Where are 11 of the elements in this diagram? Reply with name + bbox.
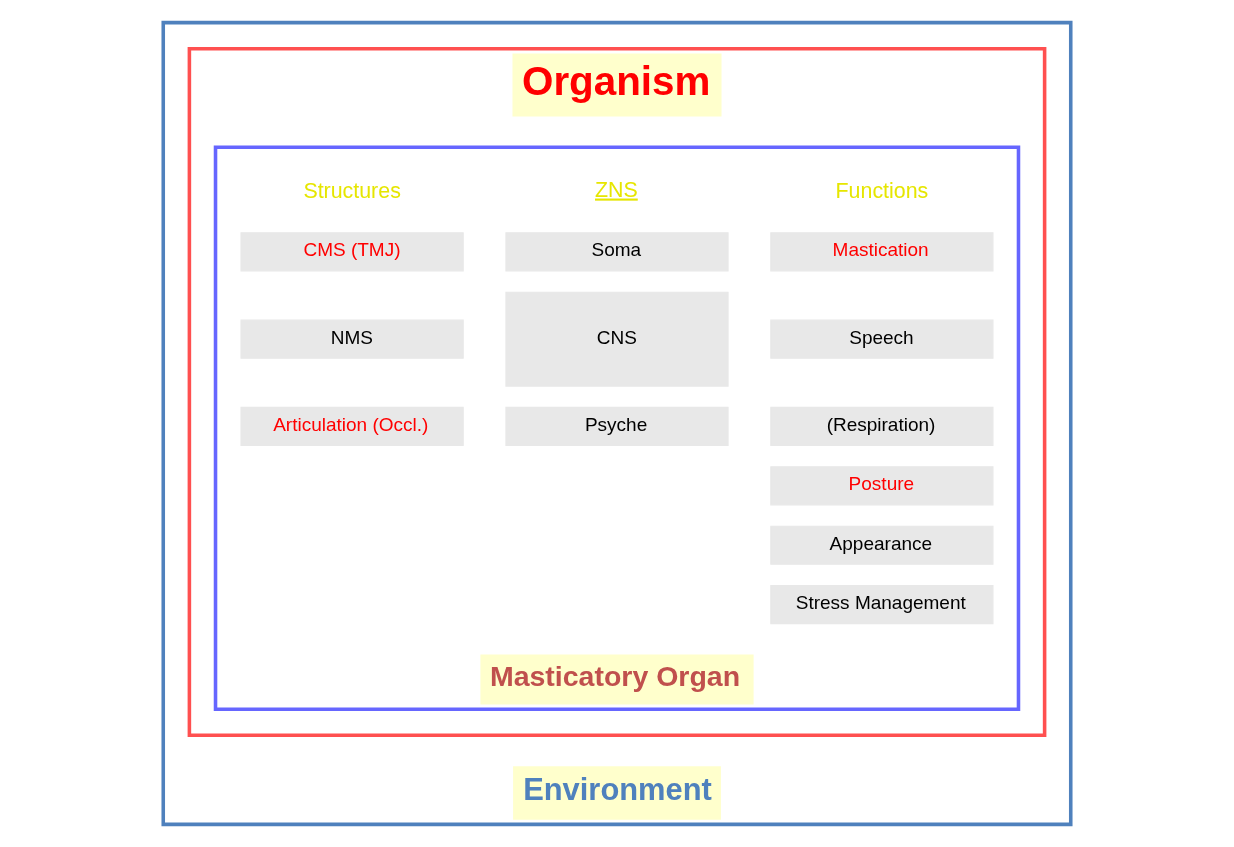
node-box: CMS (TMJ) xyxy=(240,232,464,272)
node-box: Speech xyxy=(770,319,994,359)
label: Structures xyxy=(303,178,401,203)
node-box: Appearance xyxy=(770,525,994,565)
label: Functions xyxy=(835,178,929,203)
label: ZNS xyxy=(595,177,638,202)
node-box: Mastication xyxy=(770,232,994,272)
node-box: Stress Management xyxy=(770,585,994,625)
node-box: (Respiration) xyxy=(770,406,994,447)
node-box: NMS xyxy=(240,319,464,359)
node-box: Posture xyxy=(770,466,994,506)
